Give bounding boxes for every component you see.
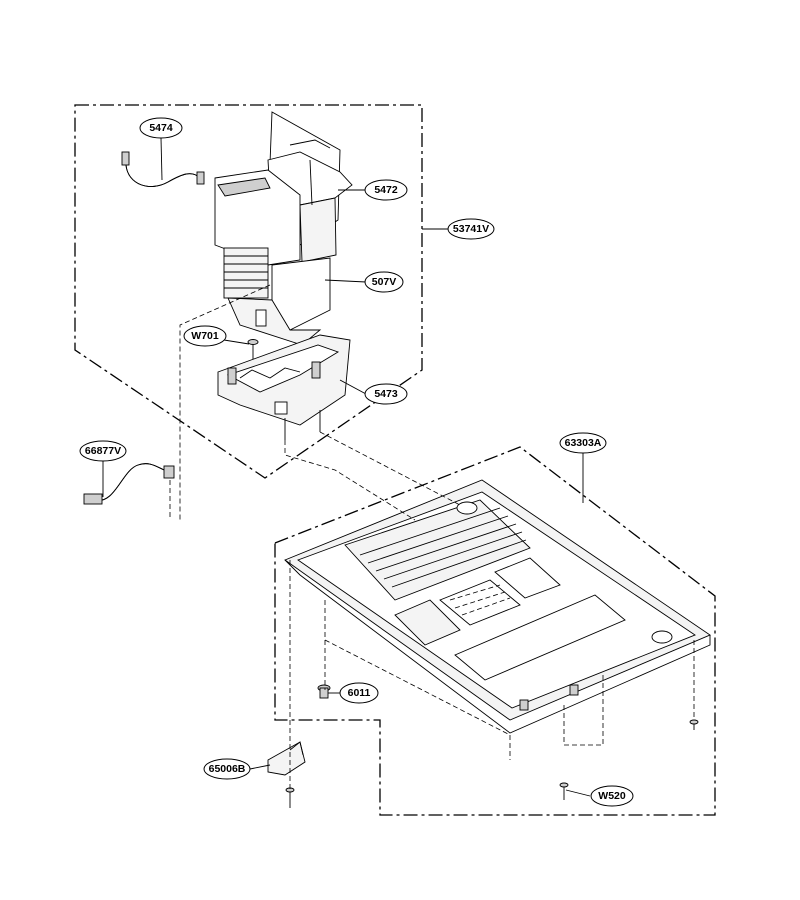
- callout-53741V: 53741V: [447, 218, 495, 240]
- callout-5473: 5473: [364, 383, 408, 405]
- base-holder-5473: [217, 334, 351, 440]
- assembly-boundary-53741V: [74, 104, 423, 479]
- screw-6011: [317, 684, 331, 699]
- svg-text:507V: 507V: [372, 276, 397, 288]
- callout-507V: 507V: [364, 271, 404, 293]
- flat-cable-66877V: [83, 463, 175, 505]
- leader-lines: [102, 137, 591, 797]
- svg-text:5473: 5473: [374, 388, 398, 400]
- svg-text:65006B: 65006B: [209, 763, 246, 775]
- wire-harness-5474: [121, 151, 205, 187]
- screw-under-clip: [285, 787, 295, 808]
- vent-grid: [439, 579, 521, 626]
- svg-text:66877V: 66877V: [85, 445, 121, 457]
- callout-63303A: 63303A: [559, 432, 607, 454]
- svg-text:63303A: 63303A: [565, 437, 602, 449]
- svg-text:W701: W701: [191, 330, 219, 342]
- alignment-lines: [169, 284, 695, 790]
- svg-text:5472: 5472: [374, 184, 398, 196]
- svg-text:W520: W520: [598, 790, 626, 802]
- callout-65006B: 65006B: [203, 758, 251, 780]
- assembly-boundary-63303A: [274, 446, 716, 816]
- callout-5472: 5472: [364, 179, 408, 201]
- clip-65006B: [267, 741, 306, 776]
- svg-text:5474: 5474: [149, 122, 173, 134]
- screw-W701: [247, 339, 259, 365]
- callout-5474: 5474: [139, 117, 183, 139]
- callout-W701: W701: [183, 325, 227, 347]
- plate-ribs: [344, 499, 531, 601]
- pcb-module-507V: [214, 169, 331, 346]
- callout-6011: 6011: [339, 682, 379, 704]
- svg-text:6011: 6011: [348, 687, 371, 699]
- screw-W520: [559, 782, 569, 800]
- screw-right-side: [689, 719, 699, 730]
- callout-66877V: 66877V: [79, 440, 127, 462]
- svg-text:53741V: 53741V: [453, 223, 489, 235]
- callout-W520: W520: [590, 785, 634, 807]
- base-plate-63303A: [284, 479, 711, 734]
